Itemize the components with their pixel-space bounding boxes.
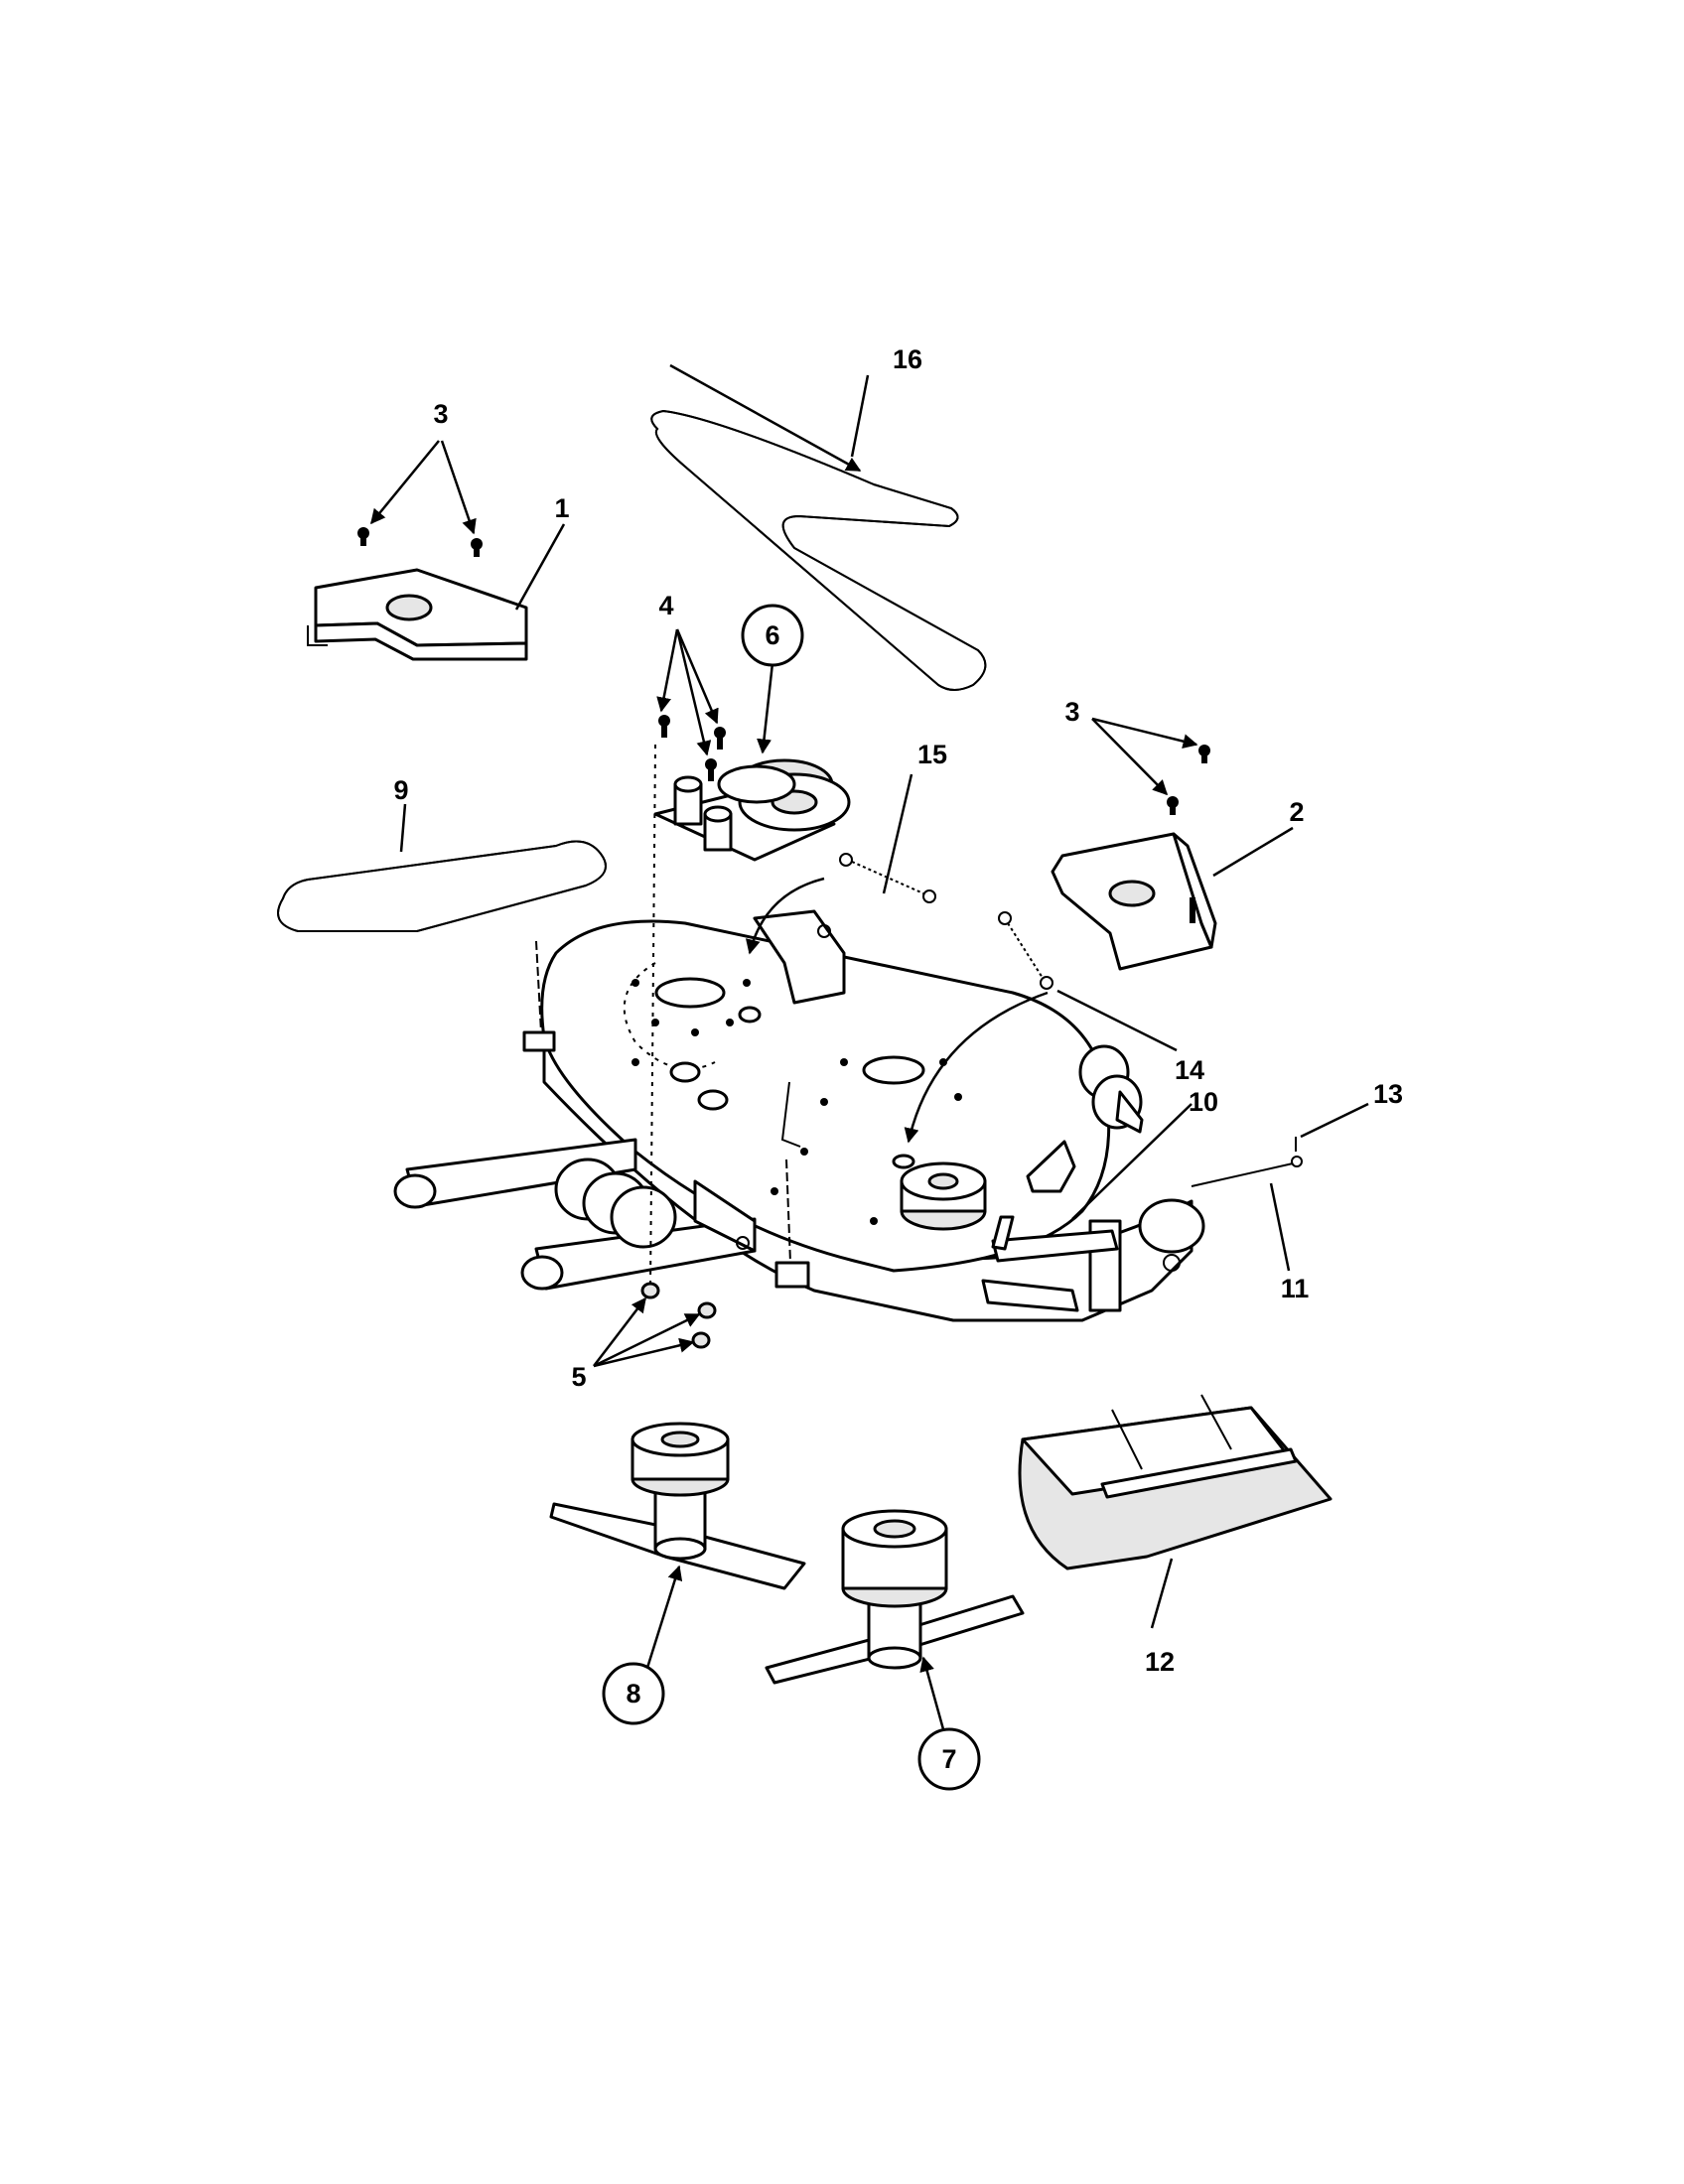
callout-10: 10	[1189, 1087, 1218, 1117]
leader-lines	[370, 363, 1369, 1730]
svg-text:12: 12	[1145, 1647, 1175, 1677]
callout-2: 2	[1289, 797, 1304, 827]
bolt-part-4-a	[658, 715, 670, 738]
svg-text:10: 10	[1189, 1087, 1218, 1117]
pin-part-11	[1191, 1156, 1303, 1187]
bolt-part-3-left-a	[357, 527, 369, 546]
svg-text:8: 8	[626, 1679, 640, 1708]
bolt-part-4-b	[714, 727, 726, 750]
callout-16: 16	[893, 344, 922, 374]
svg-text:3: 3	[433, 399, 448, 429]
lift-chain-left	[522, 940, 556, 1052]
lift-chain-center	[774, 1159, 810, 1289]
discharge-chute-part-12	[1018, 1394, 1333, 1570]
svg-text:11: 11	[1281, 1274, 1310, 1303]
callout-15: 15	[917, 740, 947, 769]
svg-text:6: 6	[765, 620, 779, 650]
belt-part-9	[277, 840, 607, 932]
callout-14: 14	[1175, 1055, 1204, 1085]
bar-part-10	[991, 1215, 1119, 1263]
callout-8: 8	[602, 1662, 665, 1725]
svg-text:16: 16	[893, 344, 922, 374]
spindle-assembly-part-8	[549, 1422, 806, 1590]
svg-text:9: 9	[393, 775, 408, 805]
nut-part-5-b	[697, 1301, 717, 1319]
idler-pulley-assembly-part-6	[653, 758, 851, 862]
bolt-part-3-left-b	[471, 538, 483, 557]
callout-1: 1	[554, 493, 569, 523]
svg-text:15: 15	[917, 740, 947, 769]
callout-7: 7	[917, 1727, 981, 1791]
callout-4: 4	[658, 591, 673, 620]
belt-guard-part-1	[307, 568, 528, 661]
spindle-assembly-part-7	[765, 1509, 1025, 1685]
callout-3-left: 3	[433, 399, 448, 429]
callout-6: 6	[741, 604, 804, 667]
nut-part-5-a	[640, 1282, 660, 1299]
bolt-part-3-right-a	[1198, 745, 1210, 763]
svg-text:5: 5	[571, 1362, 586, 1392]
svg-text:1: 1	[554, 493, 569, 523]
deck-arm-and-rollers	[393, 1138, 757, 1291]
bolt-part-4-c	[705, 758, 717, 781]
svg-text:14: 14	[1175, 1055, 1204, 1085]
callout-13: 13	[1373, 1079, 1403, 1109]
svg-text:3: 3	[1064, 697, 1079, 727]
spring-part-14	[998, 911, 1053, 990]
drive-belt-part-16	[650, 409, 987, 691]
mower-deck-housing	[540, 909, 1193, 1322]
svg-text:13: 13	[1373, 1079, 1403, 1109]
callout-3-right: 3	[1064, 697, 1079, 727]
spring-part-15	[839, 853, 936, 903]
callout-5: 5	[571, 1362, 586, 1392]
callout-11: 11	[1281, 1274, 1310, 1303]
svg-text:4: 4	[658, 591, 673, 620]
nut-part-5-c	[691, 1331, 711, 1349]
svg-text:7: 7	[941, 1744, 956, 1774]
callout-9: 9	[393, 775, 408, 805]
bolt-part-3-right-b	[1167, 796, 1179, 815]
deck-blade	[981, 1279, 1079, 1312]
callout-12: 12	[1145, 1647, 1175, 1677]
svg-text:2: 2	[1289, 797, 1304, 827]
belt-guard-part-2	[1051, 832, 1217, 971]
